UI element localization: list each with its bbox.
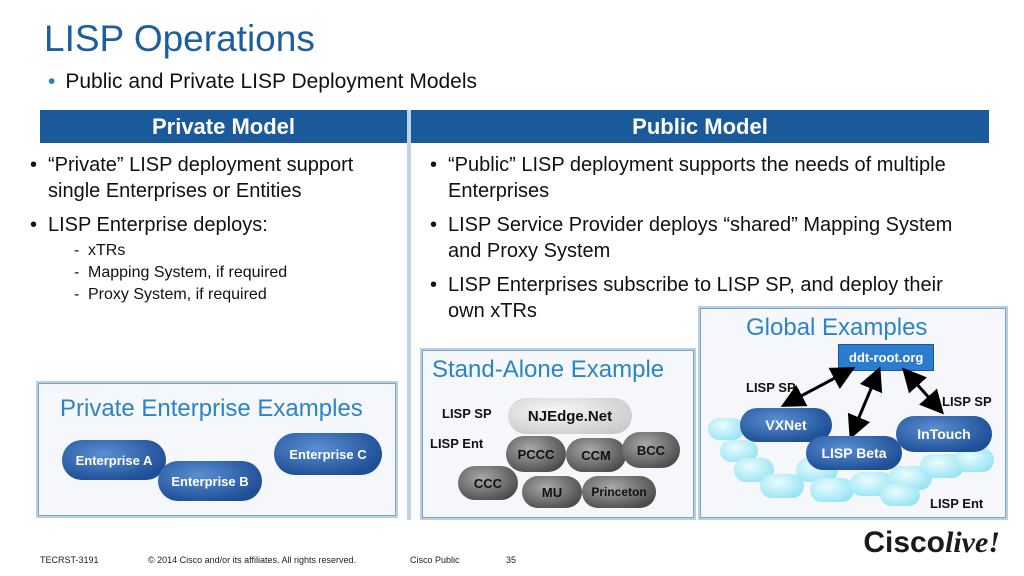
standalone-panel: Stand-Alone Example LISP SP LISP Ent NJE… bbox=[420, 348, 696, 520]
global-lisp-ent: LISP Ent bbox=[930, 496, 984, 511]
logo-live: live! bbox=[945, 526, 1000, 559]
private-model-header: Private Model bbox=[40, 110, 407, 143]
private-bullets: “Private” LISP deployment support single… bbox=[28, 152, 373, 314]
public-model-header: Public Model bbox=[411, 110, 989, 143]
ent-cloud bbox=[708, 418, 744, 440]
cloud-mu: MU bbox=[522, 476, 582, 508]
ent-cloud bbox=[880, 484, 920, 506]
global-lisp-sp-left: LISP SP bbox=[746, 380, 796, 395]
arrow-root-lispbeta bbox=[847, 366, 883, 440]
public-bullets: “Public” LISP deployment supports the ne… bbox=[428, 152, 968, 332]
ddt-root-box: ddt-root.org bbox=[838, 344, 935, 371]
cloud-enterprise-c: Enterprise C bbox=[274, 433, 382, 475]
private-bullet-2-text: LISP Enterprise deploys: bbox=[48, 214, 268, 236]
cloud-njedge: NJEdge.Net bbox=[508, 398, 632, 434]
cloud-ccc: CCC bbox=[458, 466, 518, 500]
private-examples-panel: Private Enterprise Examples Enterprise A… bbox=[36, 381, 398, 518]
ent-cloud bbox=[720, 440, 758, 462]
column-divider bbox=[407, 110, 411, 520]
global-title: Global Examples bbox=[746, 314, 928, 341]
cloud-intouch: InTouch bbox=[896, 416, 992, 452]
ent-cloud bbox=[810, 478, 854, 502]
ent-cloud bbox=[760, 474, 804, 498]
private-bullet-1: “Private” LISP deployment support single… bbox=[28, 152, 373, 204]
global-panel: Global Examples ddt-root.org LISP SP LIS… bbox=[698, 306, 1008, 520]
slide-subtitle: • Public and Private LISP Deployment Mode… bbox=[48, 70, 477, 94]
bullet-icon: • bbox=[48, 70, 56, 93]
public-bullet-1: “Public” LISP deployment supports the ne… bbox=[428, 152, 968, 204]
logo-brand: Cisco bbox=[863, 526, 946, 559]
sub-bullet-mapping: Mapping System, if required bbox=[74, 262, 373, 284]
standalone-lisp-ent-label: LISP Ent bbox=[430, 436, 484, 451]
footer-classification: Cisco Public bbox=[410, 555, 460, 565]
footer-page-number: 35 bbox=[506, 555, 517, 565]
cloud-enterprise-a: Enterprise A bbox=[62, 440, 166, 480]
slide-title: LISP Operations bbox=[44, 18, 315, 59]
arrow-root-intouch bbox=[901, 367, 945, 415]
footer-copyright: © 2014 Cisco and/or its affiliates. All … bbox=[148, 555, 357, 565]
cloud-enterprise-b: Enterprise B bbox=[158, 461, 262, 501]
standalone-title: Stand-Alone Example bbox=[432, 356, 665, 383]
private-bullet-2: LISP Enterprise deploys: xTRs Mapping Sy… bbox=[28, 212, 373, 306]
sub-bullet-xtrs: xTRs bbox=[74, 240, 373, 262]
footer-session-id: TECRST-3191 bbox=[40, 555, 99, 565]
sub-bullet-proxy: Proxy System, if required bbox=[74, 284, 373, 306]
public-bullet-3: LISP Enterprises subscribe to LISP SP, a… bbox=[428, 272, 968, 324]
public-bullet-2: LISP Service Provider deploys “shared” M… bbox=[428, 212, 968, 264]
connection-arrows bbox=[780, 366, 945, 440]
standalone-lisp-sp-label: LISP SP bbox=[442, 406, 492, 421]
subtitle-text: Public and Private LISP Deployment Model… bbox=[65, 70, 478, 93]
cloud-lisp-beta: LISP Beta bbox=[806, 436, 902, 470]
cloud-pccc: PCCC bbox=[506, 436, 566, 472]
private-examples-title: Private Enterprise Examples bbox=[60, 395, 363, 422]
ent-cloud bbox=[954, 448, 994, 472]
arrow-root-vxnet bbox=[780, 367, 856, 407]
cloud-bcc: BCC bbox=[622, 432, 680, 468]
cisco-live-logo: Ciscolive! bbox=[863, 526, 1000, 560]
cloud-princeton: Princeton bbox=[582, 476, 656, 508]
global-lisp-sp-right: LISP SP bbox=[942, 394, 992, 409]
cloud-ccm: CCM bbox=[566, 438, 626, 472]
